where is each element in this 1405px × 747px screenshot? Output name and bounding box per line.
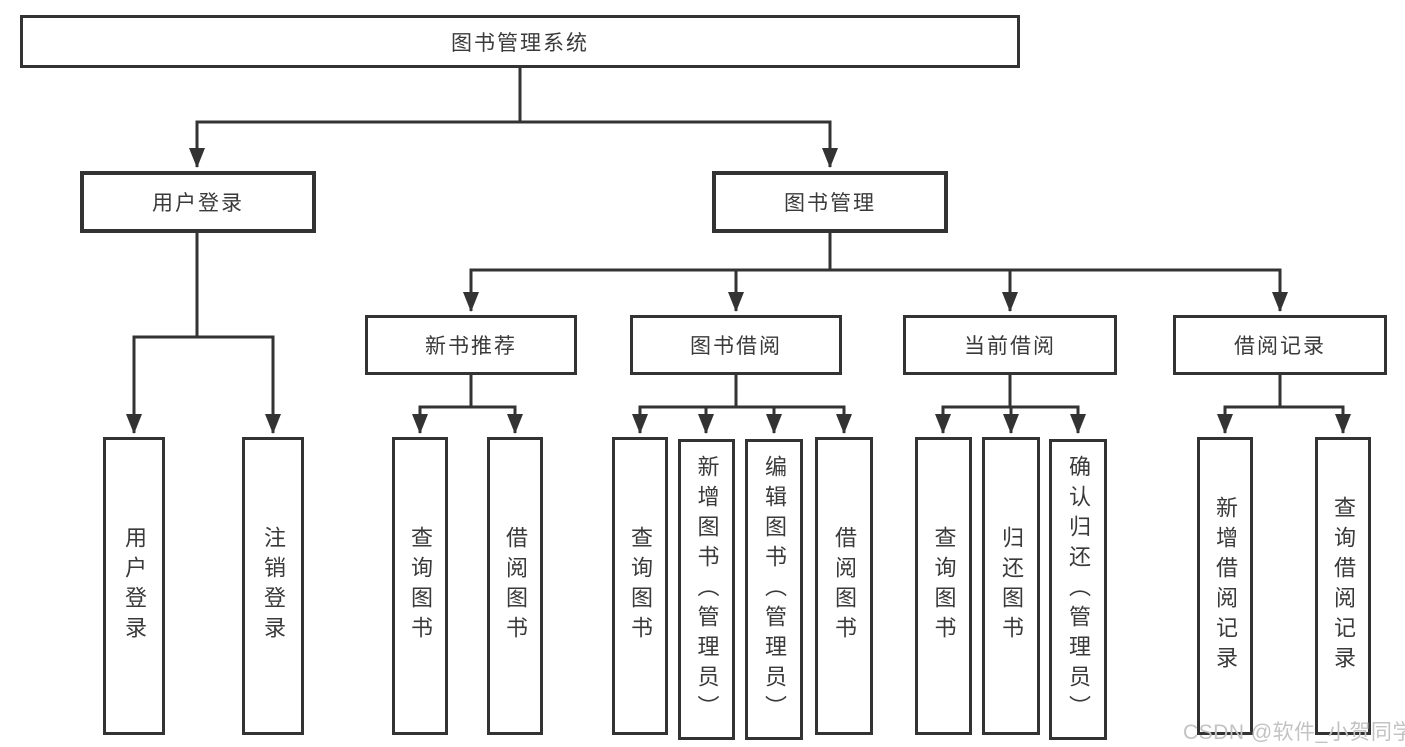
- node-book-management-label: 图书管理: [784, 192, 876, 215]
- leaf-logout: 注销登录: [242, 437, 304, 735]
- leaf-query-borrow-record-label: 查询借阅记录: [1331, 496, 1356, 676]
- node-book-borrow: 图书借阅: [630, 315, 842, 375]
- node-root-label: 图书管理系统: [451, 31, 589, 55]
- leaf-query-borrow-record: 查询借阅记录: [1315, 437, 1371, 735]
- leaf-query-books-recommend-label: 查询图书: [408, 526, 433, 646]
- leaf-edit-books-admin-label: 编辑图书（管理员）: [762, 454, 787, 725]
- node-new-book-recommend-label: 新书推荐: [425, 335, 517, 358]
- node-root: 图书管理系统: [20, 15, 1020, 68]
- node-user-login: 用户登录: [80, 171, 316, 233]
- leaf-return-books-label: 归还图书: [999, 526, 1024, 646]
- leaf-user-login-label: 用户登录: [122, 526, 147, 646]
- csdn-watermark: CSDN @软件_小贺同学: [1183, 721, 1405, 744]
- leaf-add-borrow-record: 新增借阅记录: [1197, 437, 1253, 735]
- node-user-login-label: 用户登录: [152, 192, 244, 215]
- leaf-query-books-borrow-label: 查询图书: [628, 526, 653, 646]
- node-borrow-records-label: 借阅记录: [1234, 335, 1326, 358]
- leaf-borrow-books-borrow-label: 借阅图书: [832, 526, 857, 646]
- node-borrow-records: 借阅记录: [1173, 315, 1387, 375]
- leaf-user-login: 用户登录: [103, 437, 165, 735]
- node-new-book-recommend: 新书推荐: [365, 315, 577, 375]
- leaf-add-books-admin: 新增图书（管理员）: [678, 439, 735, 740]
- leaf-borrow-books-borrow: 借阅图书: [815, 437, 873, 735]
- leaf-borrow-books-recommend: 借阅图书: [487, 437, 543, 735]
- leaf-query-books-current: 查询图书: [915, 437, 972, 735]
- node-current-borrow: 当前借阅: [903, 315, 1117, 375]
- leaf-return-books: 归还图书: [982, 437, 1040, 735]
- leaf-add-borrow-record-label: 新增借阅记录: [1213, 496, 1238, 676]
- node-book-borrow-label: 图书借阅: [690, 335, 782, 358]
- leaf-borrow-books-recommend-label: 借阅图书: [503, 526, 528, 646]
- leaf-edit-books-admin: 编辑图书（管理员）: [745, 439, 803, 740]
- leaf-add-books-admin-label: 新增图书（管理员）: [694, 454, 720, 725]
- leaf-confirm-return-admin-label: 确认归还（管理员）: [1066, 454, 1091, 725]
- node-current-borrow-label: 当前借阅: [964, 335, 1056, 358]
- node-book-management: 图书管理: [712, 171, 948, 233]
- leaf-query-books-recommend: 查询图书: [392, 437, 448, 735]
- leaf-confirm-return-admin: 确认归还（管理员）: [1049, 439, 1107, 740]
- leaf-query-books-current-label: 查询图书: [931, 526, 957, 646]
- leaf-query-books-borrow: 查询图书: [612, 437, 668, 735]
- leaf-logout-label: 注销登录: [261, 526, 286, 646]
